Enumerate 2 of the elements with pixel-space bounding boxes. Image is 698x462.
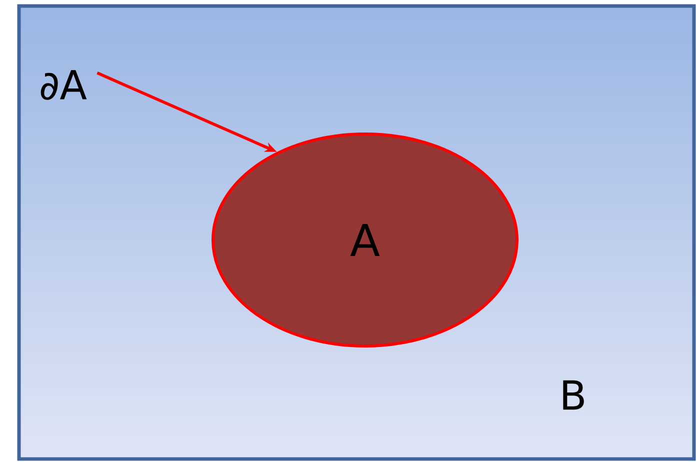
boundary-label: ∂A [40, 70, 87, 100]
region-label: B [563, 380, 584, 410]
